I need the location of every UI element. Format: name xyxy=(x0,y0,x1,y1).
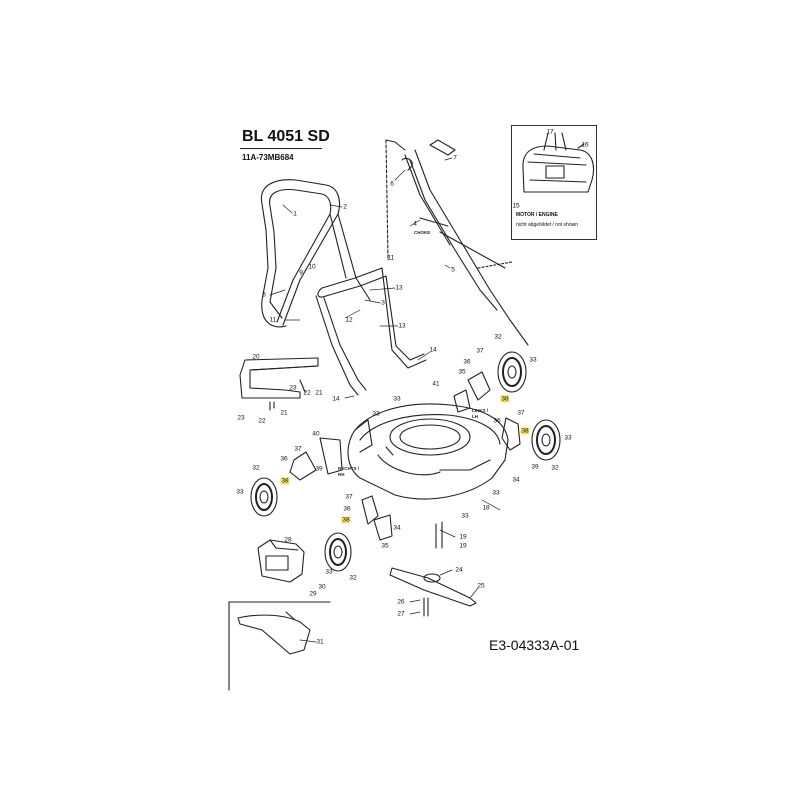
lower-handle-drawing xyxy=(315,267,427,396)
part-callout-32: 32 xyxy=(494,333,502,341)
upper-handle-drawing xyxy=(260,179,371,328)
rear-flap-drawing xyxy=(239,357,319,411)
part-callout-11: 11 xyxy=(387,254,395,262)
part-callout-20: 20 xyxy=(252,353,260,361)
part-callout-32: 32 xyxy=(349,574,357,582)
part-callout-25: 25 xyxy=(477,582,485,590)
part-callout-9: 9 xyxy=(299,269,303,277)
part-callout-36: 36 xyxy=(280,455,288,463)
part-callout-7: 7 xyxy=(453,154,457,162)
part-callout-4: 4 xyxy=(413,220,417,228)
part-callout-33: 33 xyxy=(236,488,244,496)
part-callout-36: 36 xyxy=(493,417,501,425)
part-callout-10: 10 xyxy=(308,263,316,271)
part-callout-28: 28 xyxy=(284,536,292,544)
part-callout-22: 22 xyxy=(303,389,311,397)
part-callout-38: 38 xyxy=(341,516,351,524)
part-callout-6: 6 xyxy=(390,180,394,188)
engine-inset-drawing xyxy=(522,132,595,193)
part-callout-33: 33 xyxy=(393,395,401,403)
model-number: 11A-73MB684 xyxy=(242,153,294,162)
deflector-drawing xyxy=(257,539,305,583)
part-callout-41: 41 xyxy=(432,380,440,388)
part-callout-39: 39 xyxy=(315,465,323,473)
height-adjuster-drawings xyxy=(289,371,521,541)
part-callout-21: 21 xyxy=(280,409,288,417)
part-callout-2: 2 xyxy=(343,203,347,211)
part-callout-23: 23 xyxy=(289,384,297,392)
right-side-note: RECHTS / RH xyxy=(338,466,360,477)
part-callout-5: 5 xyxy=(451,266,455,274)
mower-deck-drawing xyxy=(347,403,509,500)
part-callout-21: 21 xyxy=(315,389,323,397)
diagram-title: BL 4051 SD xyxy=(242,128,330,145)
part-callout-35: 35 xyxy=(458,368,466,376)
part-callout-17: 17 xyxy=(546,128,554,136)
part-callout-27: 27 xyxy=(397,610,405,618)
engine-inset-frame xyxy=(511,125,597,240)
part-callout-13: 13 xyxy=(395,284,403,292)
part-callout-36: 36 xyxy=(463,358,471,366)
part-callout-38: 38 xyxy=(520,427,530,435)
part-callout-32: 32 xyxy=(551,464,559,472)
part-callout-37: 37 xyxy=(517,409,525,417)
part-callout-13: 13 xyxy=(398,322,406,330)
part-callout-33: 33 xyxy=(492,489,500,497)
part-callout-34: 34 xyxy=(512,476,520,484)
left-side-note: LINKS / LH xyxy=(472,408,489,419)
leader-lines xyxy=(269,157,501,643)
part-callout-39: 39 xyxy=(531,463,539,471)
part-callout-12: 12 xyxy=(345,316,353,324)
part-callout-37: 37 xyxy=(476,347,484,355)
part-callout-32: 32 xyxy=(252,464,260,472)
part-callout-36: 36 xyxy=(343,505,351,513)
part-callout-16: 16 xyxy=(581,141,589,149)
document-number: E3-04333A-01 xyxy=(489,637,580,653)
engine-not-shown-note: nicht abgebildet / not shown xyxy=(516,222,578,228)
part-callout-33: 33 xyxy=(325,568,333,576)
part-callout-40: 40 xyxy=(312,430,320,438)
part-callout-3: 3 xyxy=(381,299,385,307)
choke-note: CHOKE xyxy=(414,230,431,235)
part-callout-35: 35 xyxy=(381,542,389,550)
part-callout-8: 8 xyxy=(262,291,266,299)
part-callout-38: 38 xyxy=(500,395,510,403)
control-cables-drawing xyxy=(385,139,529,346)
part-callout-11: 11 xyxy=(269,316,277,324)
part-callout-37: 37 xyxy=(294,445,302,453)
part-callout-14: 14 xyxy=(429,346,437,354)
wheel-drawings xyxy=(250,351,561,572)
engine-label: MOTOR / ENGINE xyxy=(516,212,558,218)
part-callout-33: 33 xyxy=(461,512,469,520)
part-callout-22: 22 xyxy=(258,417,266,425)
part-callout-19: 19 xyxy=(459,533,467,541)
blade-drawing xyxy=(389,521,477,617)
part-callout-19: 19 xyxy=(459,542,467,550)
part-callout-31: 31 xyxy=(316,638,324,646)
title-underline xyxy=(240,148,322,149)
part-callout-18: 18 xyxy=(482,504,490,512)
part-callout-33: 33 xyxy=(564,434,572,442)
part-callout-14: 14 xyxy=(332,395,340,403)
part-callout-33: 33 xyxy=(372,410,380,418)
part-callout-34: 34 xyxy=(393,524,401,532)
part-callout-33: 33 xyxy=(529,356,537,364)
part-callout-38: 38 xyxy=(280,477,290,485)
part-callout-29: 29 xyxy=(309,590,317,598)
part-callout-23: 23 xyxy=(237,414,245,422)
part-callout-26: 26 xyxy=(397,598,405,606)
part-callout-15: 15 xyxy=(512,202,520,210)
part-callout-37: 37 xyxy=(345,493,353,501)
part-callout-1: 1 xyxy=(293,210,297,218)
part-callout-30: 30 xyxy=(318,583,326,591)
part-callout-24: 24 xyxy=(455,566,463,574)
mulch-insert-drawing xyxy=(228,601,331,691)
